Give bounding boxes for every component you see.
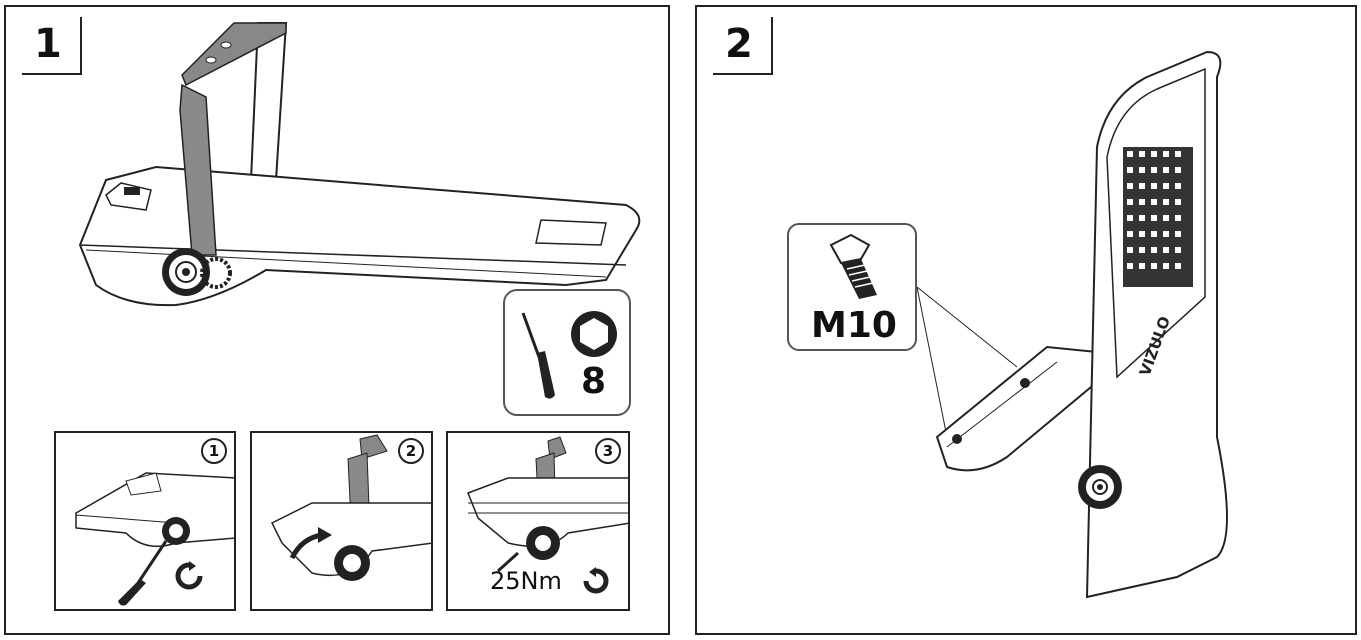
substep-2-illustration [270,434,431,581]
rotate-clockwise-icon [583,567,609,594]
bolt-size-label: M10 [811,305,897,346]
substep-1-illustration [75,472,234,606]
substep-number: 1 [201,438,227,464]
step-2-panel: 2 VIZULO [695,5,1357,635]
step-number: 1 [22,17,82,75]
led-array [1123,147,1193,287]
substep-number: 2 [398,438,424,464]
substep-2-panel: 2 [250,431,433,611]
luminaire-mounting-illustration: VIZULO [917,50,1228,599]
hex-bolt-icon [829,233,877,299]
hex-key-icon [571,311,617,357]
substep-number: 3 [595,438,621,464]
substep-3-panel: 3 25Nm [446,431,630,611]
substep-1-panel: 1 [54,431,236,611]
bolt-size-box: M10 [787,223,917,351]
tool-requirement-box: 8 [503,289,631,416]
hex-size-label: 8 [581,361,607,402]
luminaire-bracket-illustration [78,22,641,307]
step-number: 2 [713,17,773,75]
screwdriver-icon [521,312,555,399]
rotate-counterclockwise-icon [175,561,203,590]
step-1-panel: 1 8 1 [4,5,670,635]
torque-value: 25Nm [490,567,562,595]
substep-3-illustration [467,436,628,573]
